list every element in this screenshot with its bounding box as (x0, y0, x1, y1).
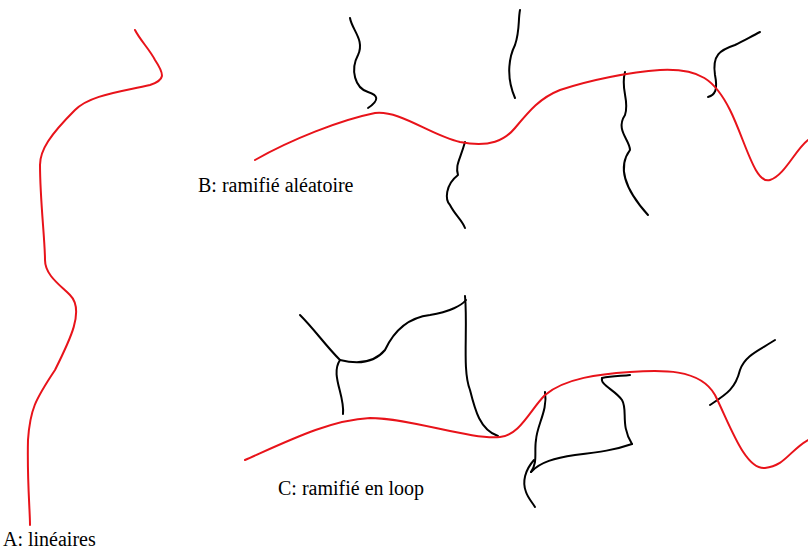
branch-chain (602, 378, 632, 444)
main-chain (245, 371, 808, 468)
branch-chain (350, 18, 376, 108)
main-chain (255, 70, 808, 181)
branch-chain (531, 444, 632, 472)
branch-chain (622, 72, 648, 215)
branch-chain (524, 460, 535, 507)
linear-chain (28, 30, 162, 525)
branch-chain (300, 315, 343, 414)
branch-chain (447, 142, 465, 228)
branch-chain (710, 340, 775, 405)
structure-label: A: linéaires (2, 528, 97, 550)
branch-chain (602, 375, 630, 378)
branch-chain (465, 296, 498, 436)
structure-label: C: ramifié en loop (277, 477, 425, 499)
branch-chain (340, 300, 466, 362)
structure-label: B: ramifié aléatoire (197, 174, 354, 196)
branch-chain (509, 10, 520, 98)
